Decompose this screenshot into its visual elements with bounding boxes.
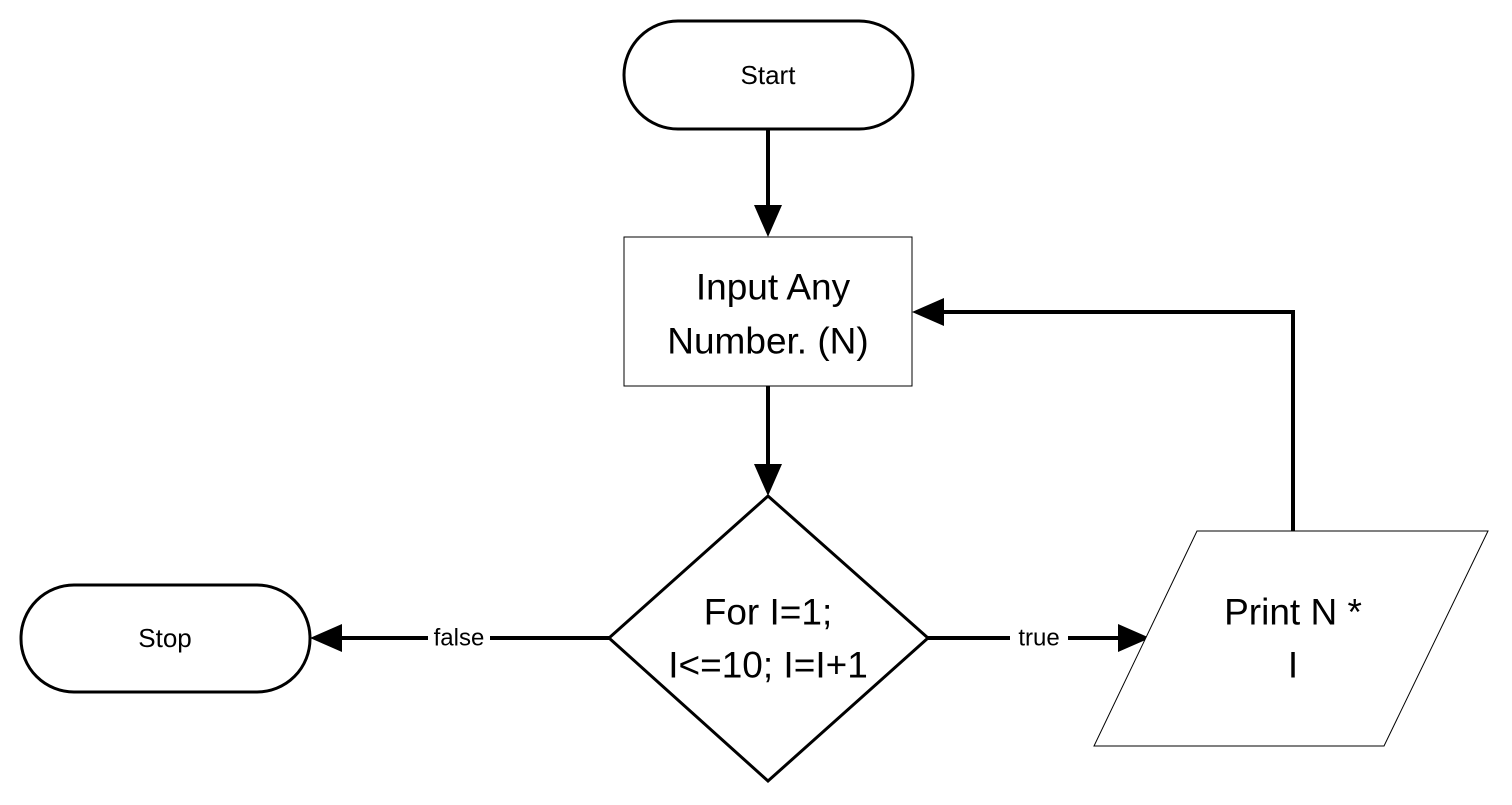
arrowhead-loop-to-stop (310, 624, 342, 652)
terminator-shape (19, 583, 312, 694)
node-start-label: Start (741, 60, 797, 90)
node-loop-line2: I<=10; I=I+1 (668, 645, 868, 686)
node-loop-line1: For I=1; (704, 592, 833, 633)
edge-label-false-text: false (434, 625, 485, 652)
decision-shape (606, 493, 931, 784)
arrowhead-input-to-loop (754, 464, 782, 496)
edge-label-true-text: true (1018, 625, 1059, 652)
data-shape (1093, 530, 1489, 747)
edge-label-true: true (1010, 624, 1068, 652)
node-loop-decision: For I=1; I<=10; I=I+1 (606, 493, 931, 784)
process-shape (623, 236, 913, 387)
edge-label-false: false (428, 624, 490, 652)
edge-print-to-input (944, 310, 1295, 531)
arrowhead-print-to-input (912, 298, 944, 326)
node-start: Start (622, 19, 915, 131)
node-stop: Stop (19, 583, 312, 694)
node-input-line1: Input Any (696, 267, 851, 308)
terminator-shape (622, 19, 915, 131)
node-print-line1: Print N * (1224, 592, 1362, 633)
arrowhead-loop-to-print (1118, 624, 1150, 652)
node-print-line2: I (1288, 645, 1298, 686)
node-input: Input Any Number. (N) (623, 236, 913, 387)
node-print: Print N * I (1093, 530, 1489, 747)
node-stop-label: Stop (138, 623, 192, 653)
node-input-line2: Number. (N) (667, 321, 868, 362)
arrowhead-start-to-input (754, 205, 782, 237)
